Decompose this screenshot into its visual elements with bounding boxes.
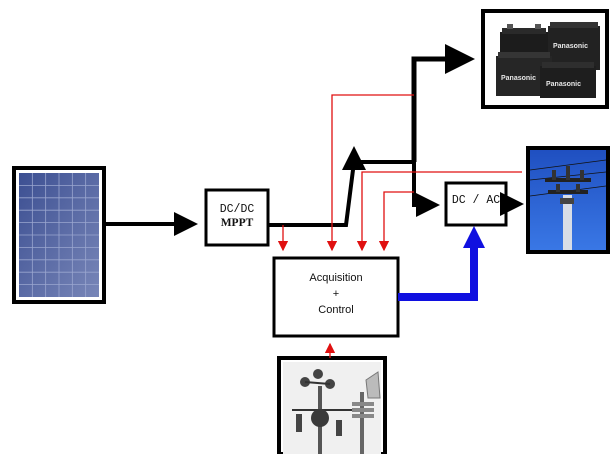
solar-panel-image xyxy=(14,168,104,302)
battery-brand-label-1: Panasonic xyxy=(553,43,588,50)
acq-line2: + xyxy=(274,286,398,302)
battery-brand-label-3: Panasonic xyxy=(546,81,581,88)
dcac-label: DC / AC xyxy=(446,194,506,208)
acquisition-control-label: Acquisition + Control xyxy=(274,270,398,318)
weather-station-image xyxy=(279,358,385,454)
acq-line1: Acquisition xyxy=(274,270,398,286)
acq-line3: Control xyxy=(274,302,398,318)
control-signal-line xyxy=(398,226,485,297)
mppt-label: MPPT xyxy=(206,216,268,230)
battery-bank-image: Panasonic Panasonic Panasonic xyxy=(483,11,607,107)
power-grid-image xyxy=(528,148,608,252)
dcdc-label-line1: DC/DC xyxy=(206,203,268,217)
dcdc-label-line2: MPPT xyxy=(206,216,268,230)
battery-brand-label-2: Panasonic xyxy=(501,75,536,82)
dcdc-label: DC/DC xyxy=(206,203,268,217)
